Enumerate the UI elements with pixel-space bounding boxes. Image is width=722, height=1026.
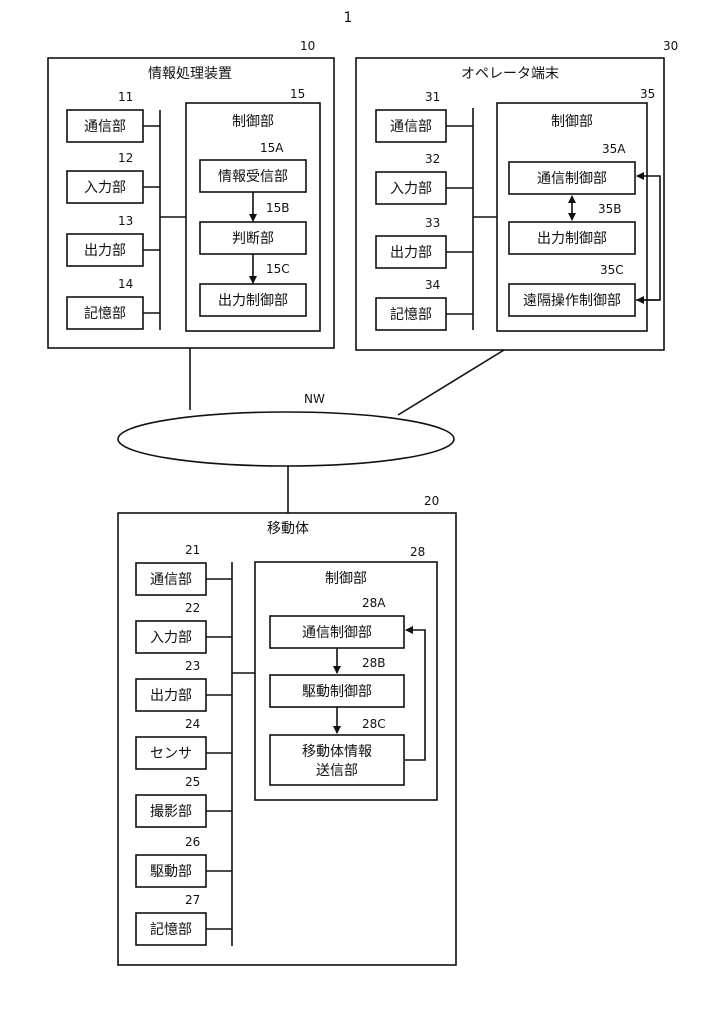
mb-sub-28a-ref: 28A — [362, 596, 386, 610]
op-sub-35a-label: 通信制御部 — [537, 171, 607, 187]
mobile-body-ref: 20 — [424, 494, 439, 508]
mb-unit-21-ref: 21 — [185, 543, 200, 557]
mb-unit-26-label: 駆動部 — [150, 864, 192, 880]
info-control-ref: 15 — [290, 87, 305, 101]
mb-unit-23-label: 出力部 — [150, 688, 192, 704]
op-unit-34-label: 記憶部 — [390, 306, 432, 323]
info-sub-15a-ref: 15A — [260, 141, 284, 155]
info-device-title: 情報処理装置 — [148, 66, 232, 82]
op-unit-33-label: 出力部 — [390, 245, 432, 261]
mb-sub-28b-label: 駆動制御部 — [302, 684, 372, 700]
op-unit-31-ref: 31 — [425, 90, 440, 104]
mb-unit-25-label: 撮影部 — [150, 803, 192, 820]
op-unit-32-label: 入力部 — [390, 181, 432, 197]
info-unit-14-ref: 14 — [118, 277, 133, 291]
mobile-body-title: 移動体 — [267, 521, 309, 537]
op-sub-35c-ref: 35C — [600, 263, 624, 277]
mb-control-ref: 28 — [410, 545, 425, 559]
network-label: NW — [304, 392, 325, 406]
mb-unit-22-ref: 22 — [185, 601, 200, 615]
op-control-title: 制御部 — [551, 114, 593, 130]
info-control-title: 制御部 — [232, 114, 274, 130]
info-sub-15c-ref: 15C — [266, 262, 290, 276]
operator-terminal-block: オペレータ端末 30 通信部 31 入力部 32 出力部 33 記憶部 34 制… — [356, 39, 678, 350]
mb-sub-28c-label-line1: 移動体情報 — [302, 744, 372, 760]
mb-unit-27-ref: 27 — [185, 893, 200, 907]
info-device-block: 情報処理装置 10 通信部 11 入力部 12 出力部 13 記憶部 14 制御… — [48, 39, 334, 348]
figure-number: 1 — [344, 10, 353, 26]
op-unit-33-ref: 33 — [425, 216, 440, 230]
mb-unit-23-ref: 23 — [185, 659, 200, 673]
op-unit-34-ref: 34 — [425, 278, 440, 292]
op-sub-35b-label: 出力制御部 — [537, 231, 607, 247]
info-sub-15a-label: 情報受信部 — [218, 169, 288, 185]
info-unit-12-label: 入力部 — [84, 180, 126, 196]
network-ellipse — [118, 412, 454, 466]
mb-unit-27-label: 記憶部 — [150, 921, 192, 938]
mb-unit-21-label: 通信部 — [150, 572, 192, 588]
mb-unit-22-label: 入力部 — [150, 630, 192, 646]
info-sub-15b-ref: 15B — [266, 201, 290, 215]
mb-unit-24-ref: 24 — [185, 717, 200, 731]
op-control-ref: 35 — [640, 87, 655, 101]
op-sub-35a-ref: 35A — [602, 142, 626, 156]
operator-to-network-link — [398, 350, 504, 415]
info-unit-13-label: 出力部 — [84, 243, 126, 259]
info-sub-15c-label: 出力制御部 — [218, 293, 288, 309]
op-sub-35c-label: 遠隔操作制御部 — [523, 293, 621, 309]
info-sub-15b-label: 判断部 — [232, 231, 274, 247]
mb-unit-24-label: センサ — [150, 746, 192, 762]
info-unit-14-label: 記憶部 — [84, 305, 126, 322]
mb-unit-26-ref: 26 — [185, 835, 200, 849]
operator-terminal-title: オペレータ端末 — [461, 66, 559, 82]
info-unit-11-ref: 11 — [118, 90, 133, 104]
mb-sub-28c-label-line2: 送信部 — [316, 763, 358, 779]
info-unit-11-label: 通信部 — [84, 119, 126, 135]
info-unit-13-ref: 13 — [118, 214, 133, 228]
info-device-ref: 10 — [300, 39, 315, 53]
mb-sub-28a-label: 通信制御部 — [302, 625, 372, 641]
mb-unit-25-ref: 25 — [185, 775, 200, 789]
network-block: NW — [118, 348, 504, 513]
op-sub-35b-ref: 35B — [598, 202, 622, 216]
op-unit-32-ref: 32 — [425, 152, 440, 166]
operator-terminal-ref: 30 — [663, 39, 678, 53]
mb-sub-28b-ref: 28B — [362, 656, 386, 670]
op-unit-31-label: 通信部 — [390, 119, 432, 135]
mb-control-title: 制御部 — [325, 571, 367, 587]
info-unit-12-ref: 12 — [118, 151, 133, 165]
mobile-body-block: 移動体 20 通信部 21 入力部 22 出力部 23 センサ 24 撮影部 2… — [118, 494, 456, 965]
mb-sub-28c-ref: 28C — [362, 717, 386, 731]
